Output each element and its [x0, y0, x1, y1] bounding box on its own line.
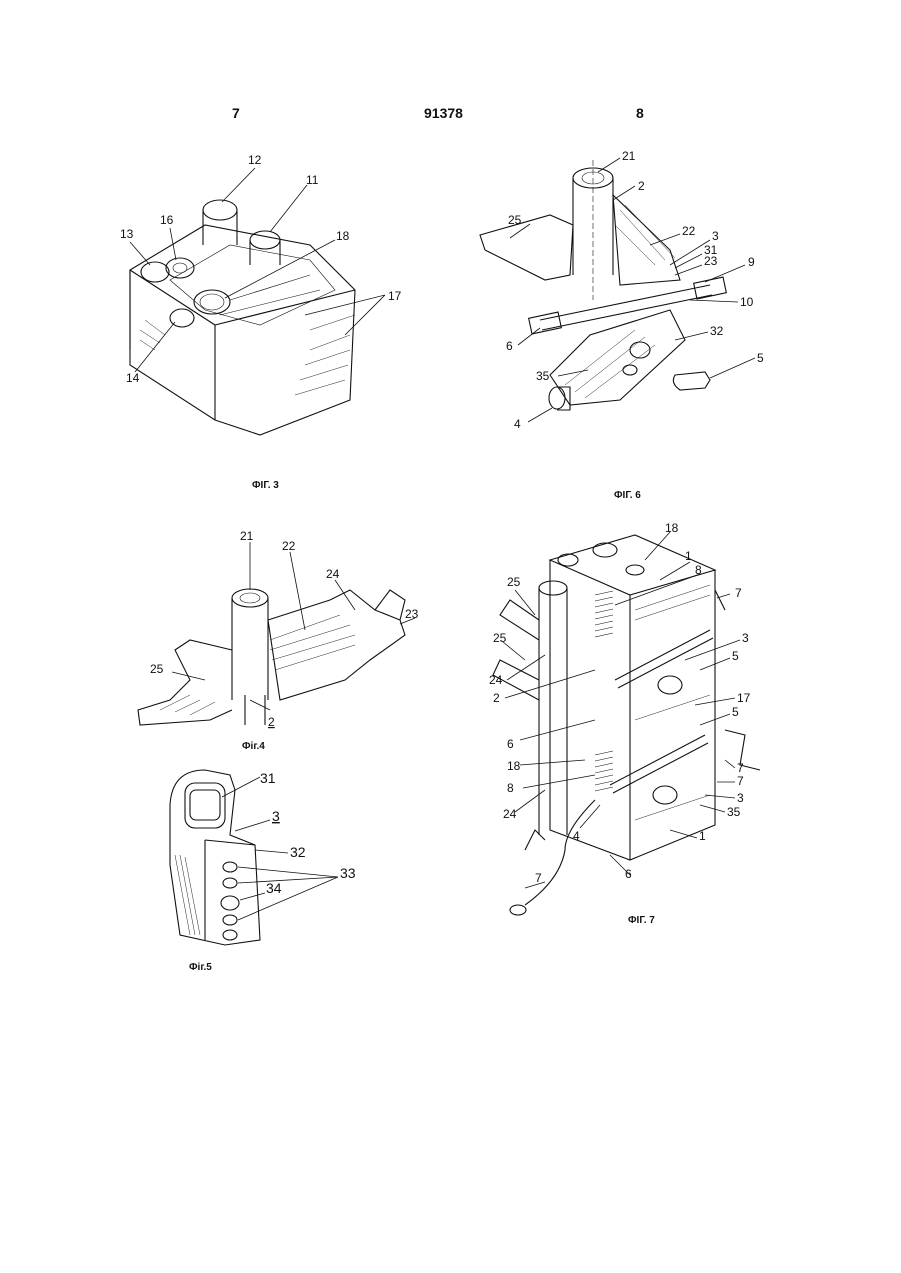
- fig7-label-7-d: 7: [535, 871, 542, 885]
- figure-6-caption: ФІГ. 6: [614, 490, 641, 501]
- fig4-label-2: 2: [268, 715, 275, 729]
- figure-4-drawing: 21 22 24 23 25 2: [130, 530, 440, 740]
- figure-5-drawing: 31 3 32 33 34: [160, 765, 370, 960]
- fig4-label-22: 22: [282, 539, 296, 553]
- fig4-label-21: 21: [240, 529, 254, 543]
- fig7-label-3-b: 3: [737, 791, 744, 805]
- fig7-label-8: 8: [695, 563, 702, 577]
- fig7-label-18-b: 18: [507, 759, 521, 773]
- fig6-label-21: 21: [622, 149, 636, 163]
- fig7-label-7-b: 7: [737, 761, 744, 775]
- fig6-label-6: 6: [506, 339, 513, 353]
- fig7-label-1-b: 1: [699, 829, 706, 843]
- fig5-label-33: 33: [340, 865, 356, 881]
- fig6-label-32: 32: [710, 324, 724, 338]
- fig7-label-25: 25: [507, 575, 521, 589]
- fig7-label-3: 3: [742, 631, 749, 645]
- figure-6-drawing: 21 2 25 22 3 31 23 9 10 6 32 35 5 4: [470, 140, 780, 440]
- fig7-label-24-b: 24: [503, 807, 517, 821]
- fig3-label-11: 11: [306, 173, 319, 187]
- fig6-label-22: 22: [682, 224, 696, 238]
- fig3-label-18: 18: [336, 229, 350, 243]
- fig7-label-7: 7: [735, 586, 742, 600]
- figure-7-drawing: 18 1 8 25 7 3 25 24 5 2 17 5 6 18 7 8 7 …: [485, 520, 785, 920]
- fig6-label-10: 10: [740, 295, 754, 309]
- figure-4-caption: Фіг.4: [242, 741, 265, 752]
- fig4-label-24: 24: [326, 567, 340, 581]
- left-page-number: 7: [232, 105, 240, 121]
- figure-7-caption: ФІГ. 7: [628, 915, 655, 926]
- fig6-label-35: 35: [536, 369, 550, 383]
- fig7-label-6: 6: [507, 737, 514, 751]
- fig5-label-31: 31: [260, 770, 276, 786]
- fig4-label-23: 23: [405, 607, 419, 621]
- fig4-label-25: 25: [150, 662, 164, 676]
- figure-3-drawing: 12 11 18 13 16 17 14: [110, 150, 420, 450]
- fig7-label-2: 2: [493, 691, 500, 705]
- patent-number: 91378: [424, 105, 463, 121]
- fig7-label-8-b: 8: [507, 781, 514, 795]
- fig7-label-24: 24: [489, 673, 503, 687]
- fig5-label-34: 34: [266, 880, 282, 896]
- fig3-label-16: 16: [160, 213, 174, 227]
- fig7-label-5: 5: [732, 649, 739, 663]
- fig7-label-5-b: 5: [732, 705, 739, 719]
- figure-5-caption: Фіг.5: [189, 962, 212, 973]
- fig5-label-32: 32: [290, 844, 306, 860]
- fig6-label-23: 23: [704, 254, 718, 268]
- fig6-label-5: 5: [757, 351, 764, 365]
- figure-3-caption: ФІГ. 3: [252, 480, 279, 491]
- fig6-label-25: 25: [508, 213, 522, 227]
- fig3-label-14: 14: [126, 371, 140, 385]
- fig7-label-17: 17: [737, 691, 751, 705]
- fig6-label-2: 2: [638, 179, 645, 193]
- fig7-label-1: 1: [685, 549, 692, 563]
- fig6-label-4: 4: [514, 417, 521, 431]
- right-page-number: 8: [636, 105, 644, 121]
- fig7-label-25-b: 25: [493, 631, 507, 645]
- fig5-label-3: 3: [272, 808, 280, 824]
- fig3-label-12: 12: [248, 153, 262, 167]
- fig6-label-3: 3: [712, 229, 719, 243]
- fig3-label-13: 13: [120, 227, 134, 241]
- fig7-label-18: 18: [665, 521, 679, 535]
- fig6-label-9: 9: [748, 255, 755, 269]
- fig7-label-4: 4: [573, 829, 580, 843]
- fig3-label-17: 17: [388, 289, 402, 303]
- fig7-label-35: 35: [727, 805, 741, 819]
- fig7-label-6-b: 6: [625, 867, 632, 881]
- fig7-label-7-c: 7: [737, 774, 744, 788]
